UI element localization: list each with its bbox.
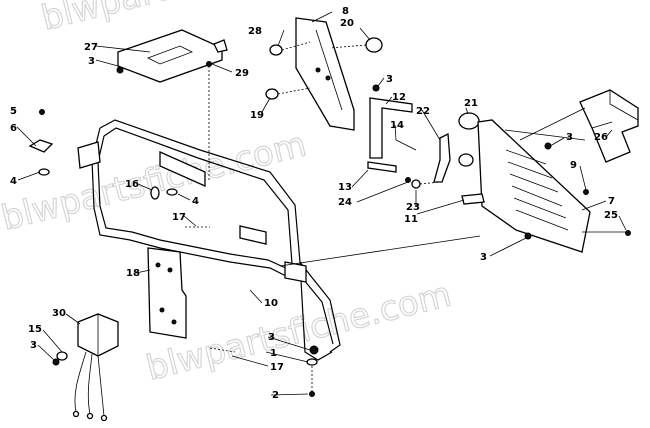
callout-10: 10	[264, 298, 278, 309]
callout-9: 9	[570, 160, 577, 171]
callout-5: 5	[10, 106, 17, 117]
screw-icon	[206, 61, 212, 67]
callout-28: 28	[248, 26, 262, 37]
callout-3-panel-bottom: 3	[480, 252, 487, 263]
callout-3-cover: 3	[88, 56, 95, 67]
grommet-icon	[269, 44, 283, 56]
callout-3-lower: 3	[268, 332, 275, 343]
bushing-icon	[458, 153, 474, 167]
nut-icon	[52, 358, 60, 366]
callout-7: 7	[608, 196, 615, 207]
callout-22: 22	[416, 106, 430, 117]
rivet-icon	[625, 230, 631, 236]
connector-icon	[86, 412, 94, 420]
callout-21: 21	[464, 98, 478, 109]
washer-icon	[306, 358, 318, 366]
cover-plate	[116, 29, 228, 182]
plate-hole-icon	[167, 267, 173, 273]
panel-insert	[504, 89, 639, 163]
washer-icon	[411, 179, 421, 189]
callout-27: 27	[84, 42, 98, 53]
plate-hole-icon	[155, 262, 161, 268]
callout-14: 14	[390, 120, 404, 131]
connector-icon	[100, 414, 108, 422]
callout-19: 19	[250, 110, 264, 121]
callout-labels: 5 6 4 27 3 29 28 8 20 19 3 12 22 21 14 1…	[10, 6, 618, 401]
callout-6: 6	[10, 123, 17, 134]
nut-icon	[544, 142, 552, 150]
small-bracket	[367, 84, 417, 173]
callout-29: 29	[235, 68, 249, 79]
bracket-hole-icon	[325, 75, 331, 81]
callout-12: 12	[392, 92, 406, 103]
clip-icon	[38, 168, 50, 176]
nut-icon	[524, 232, 532, 240]
callout-23: 23	[406, 202, 420, 213]
leader-lines	[16, 11, 627, 396]
callout-3-bracket: 3	[386, 74, 393, 85]
electrical-module	[52, 313, 119, 422]
callout-2: 2	[272, 390, 279, 401]
screw-icon	[583, 189, 589, 195]
nut-icon	[116, 66, 124, 74]
bumper-frame	[77, 119, 341, 361]
connector-icon	[72, 410, 80, 418]
callout-30: 30	[52, 308, 66, 319]
plate-hole-icon	[159, 307, 165, 313]
callout-3-module: 3	[30, 340, 37, 351]
callout-15: 15	[28, 324, 42, 335]
bracket	[265, 17, 383, 131]
watermark: blwpartsfiche.com blwpartsfiche.com blwp…	[0, 0, 456, 389]
screw-icon	[405, 177, 411, 183]
bolt-icon	[309, 391, 315, 397]
callout-26: 26	[594, 132, 608, 143]
callout-3-panel-top: 3	[566, 132, 573, 143]
callout-24: 24	[338, 197, 352, 208]
knob-icon	[365, 37, 383, 53]
side-panel	[461, 119, 631, 253]
callout-4-middle: 4	[192, 196, 199, 207]
bushing-icon	[458, 112, 480, 130]
callout-8: 8	[342, 6, 349, 17]
link-arm	[411, 112, 480, 189]
callout-4-left: 4	[10, 176, 17, 187]
callout-13: 13	[338, 182, 352, 193]
callout-17-lower: 17	[270, 362, 284, 373]
bracket-hole-icon	[315, 67, 321, 73]
plate-hole-icon	[171, 319, 177, 325]
spacer-icon	[150, 186, 160, 200]
washer-icon	[56, 351, 68, 361]
callout-1: 1	[270, 348, 277, 359]
callout-18: 18	[126, 268, 140, 279]
callout-25: 25	[604, 210, 618, 221]
nut-icon	[372, 84, 380, 92]
bushing-icon	[265, 88, 279, 100]
clip-icon	[166, 188, 178, 196]
nut-icon	[309, 345, 319, 355]
callout-11: 11	[404, 214, 418, 225]
watermark-text-bottom: blwpartsfiche.com	[143, 274, 456, 388]
callout-17-upper: 17	[172, 212, 186, 223]
callout-20: 20	[340, 18, 354, 29]
callout-16: 16	[125, 179, 139, 190]
mounting-plate	[147, 247, 187, 339]
